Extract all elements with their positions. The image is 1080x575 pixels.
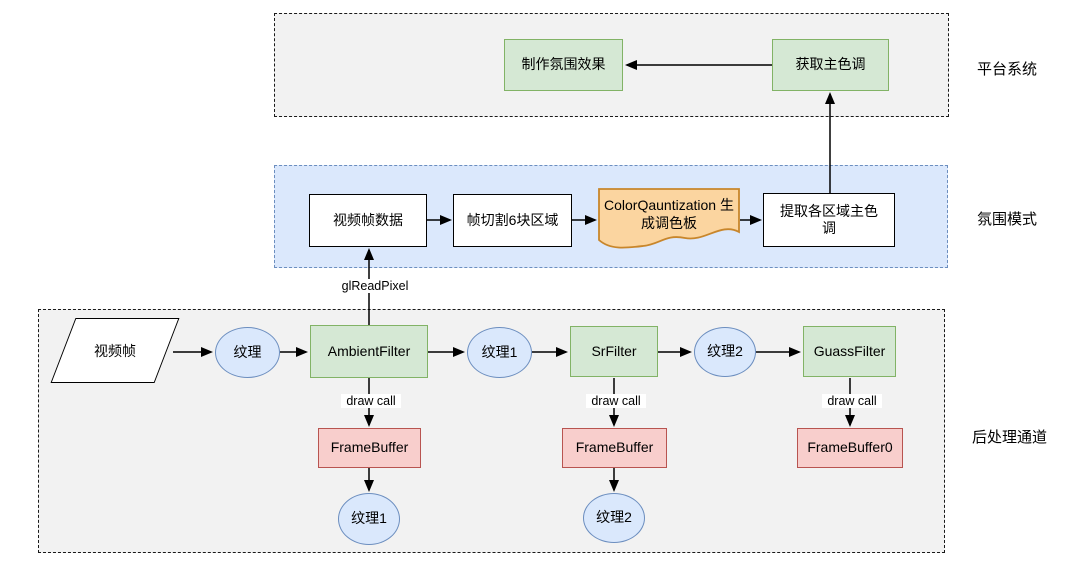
edge-label-drawcall-3: draw call xyxy=(822,394,882,408)
node-texture2: 纹理2 xyxy=(694,327,756,377)
node-framebuffer-1: FrameBuffer xyxy=(318,428,421,468)
node-texture1: 纹理1 xyxy=(467,327,532,378)
node-video-frame: 视频帧 xyxy=(50,318,180,383)
node-video-frame-data: 视频帧数据 xyxy=(309,194,427,247)
edge-label-drawcall-1: draw call xyxy=(341,394,401,408)
edge-label-drawcall-2: draw call xyxy=(586,394,646,408)
node-ambient-filter: AmbientFilter xyxy=(310,325,428,378)
node-guass-filter: GuassFilter xyxy=(803,326,896,377)
node-texture2-output: 纹理2 xyxy=(583,493,645,543)
node-texture: 纹理 xyxy=(215,327,280,378)
document-label: ColorQauntization 生成调色板 xyxy=(604,196,734,231)
node-make-ambience-effect: 制作氛围效果 xyxy=(504,39,623,91)
node-extract-region-colors: 提取各区域主色调 xyxy=(763,193,895,247)
node-framebuffer-0: FrameBuffer0 xyxy=(797,428,903,468)
node-color-quantization: ColorQauntization 生成调色板 xyxy=(598,188,740,252)
node-get-dominant-color: 获取主色调 xyxy=(772,39,889,91)
edge-label-glreadpixel: glReadPixel xyxy=(332,279,418,293)
video-frame-label: 视频帧 xyxy=(94,342,136,359)
node-texture1-output: 纹理1 xyxy=(338,493,400,545)
lane-label-platform: 平台系统 xyxy=(977,61,1038,78)
node-sr-filter: SrFilter xyxy=(570,326,658,377)
lane-label-ambience: 氛围模式 xyxy=(977,211,1038,228)
node-frame-split-6-regions: 帧切割6块区域 xyxy=(453,194,572,247)
lane-label-postprocess: 后处理通道 xyxy=(972,429,1048,446)
document-shape xyxy=(598,188,740,249)
node-framebuffer-2: FrameBuffer xyxy=(562,428,667,468)
